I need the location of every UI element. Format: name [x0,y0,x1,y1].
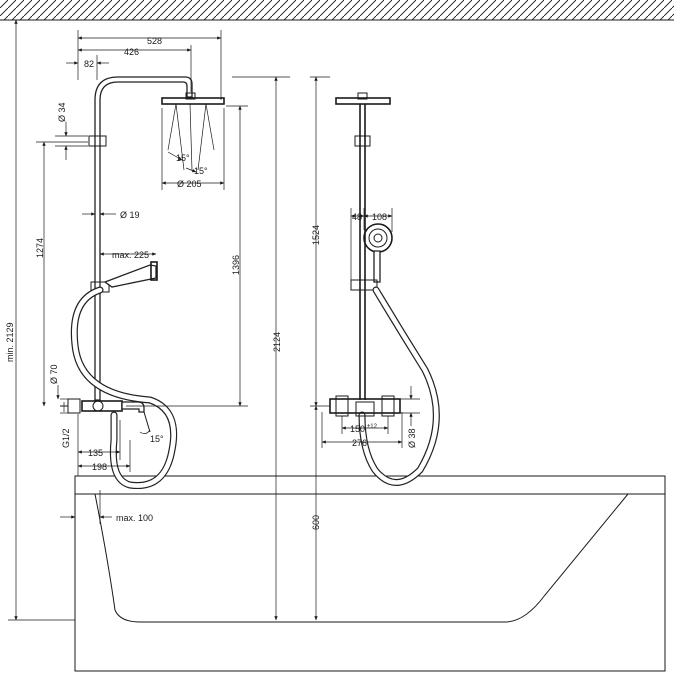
dim-max225: max. 225 [112,250,149,260]
front-view-shower [60,76,225,490]
side-view-dimensions: 1524 600 48 108 150 ±12 276 Ø 38 [310,76,420,621]
dim-426: 426 [124,47,139,57]
dim-1396: 1396 [231,255,241,275]
front-view-dimensions: 528 426 82 Ø 34 15° 15° Ø 205 Ø 19 1274 [5,19,290,621]
bathtub [74,475,666,672]
dim-600: 600 [311,515,321,530]
dim-135: 135 [88,448,103,458]
dim-1524: 1524 [311,225,321,245]
dim-34: Ø 34 [57,102,67,122]
dim-108: 108 [372,212,387,222]
dim-19: Ø 19 [120,210,140,220]
side-view-shower [329,92,440,486]
dim-276: 276 [352,438,367,448]
dim-205: Ø 205 [177,179,202,189]
dim-max100: max. 100 [116,513,153,523]
dim-150: 150 [350,424,365,434]
dim-528: 528 [147,36,162,46]
dim-1274: 1274 [35,238,45,258]
dim-48: 48 [352,212,362,222]
dim-82: 82 [84,59,94,69]
ceiling [0,0,674,21]
dim-2124: 2124 [272,332,282,352]
dim-15b: 15° [194,166,208,176]
dim-70: Ø 70 [49,364,59,384]
dim-15c: 15° [150,434,164,444]
dim-150-tolerance: ±12 [367,424,378,430]
dim-38: Ø 38 [407,428,417,448]
dim-g12: G1/2 [61,428,71,448]
dim-15a: 15° [176,153,190,163]
dim-198: 198 [92,462,107,472]
dim-min2129: min. 2129 [5,322,15,362]
